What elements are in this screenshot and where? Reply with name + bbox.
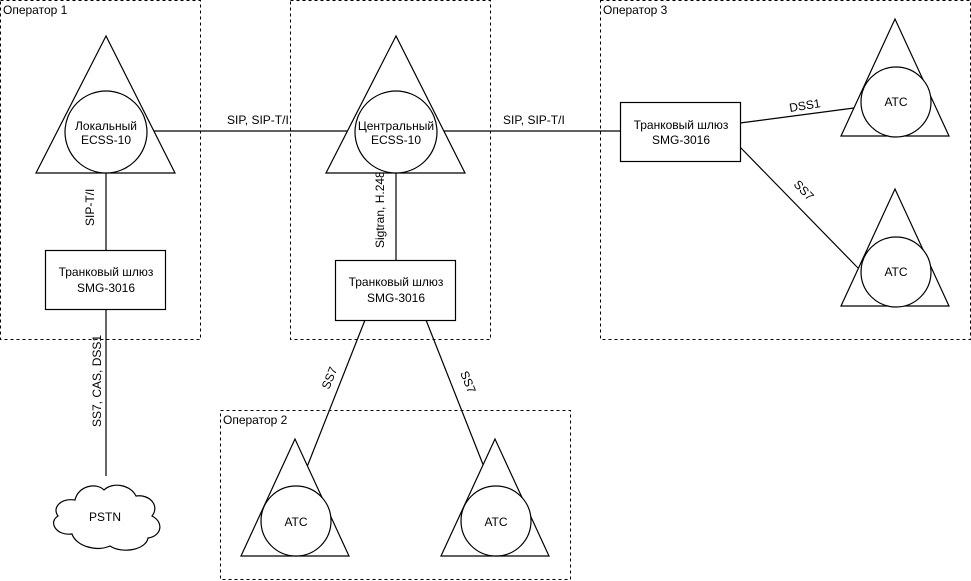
gateway-label-line1: Транковый шлюз [349,275,444,289]
link-gw2-atc-right [425,319,485,468]
link-gw2-atc-left [306,319,366,468]
gateway-label-line2: SMG-3016 [367,291,425,305]
operator-3-title: Оператор 3 [603,3,668,17]
operator-1-title: Оператор 1 [3,3,68,17]
circle-icon [354,90,438,174]
circle-icon [860,236,932,308]
link-label-gw2-atc-left: SS7 [319,365,341,392]
operator-1-frame: Оператор 1 [0,0,201,340]
link-label-gw2-atc-right: SS7 [457,369,479,396]
gateway-label-line2: SMG-3016 [652,133,710,147]
operator-2-frame: Оператор 2 [220,410,571,580]
link-label-gw3-atc-bottom: SS7 [791,177,817,203]
link-gw3-atc-bottom [739,146,859,269]
node-label-line2: ECSS-10 [81,133,131,147]
atc-op2-right[interactable]: АТС [440,437,550,557]
atc-label: АТС [284,515,307,529]
node-label-line1: Локальный [75,119,137,133]
operator-3-frame: Оператор 3 [600,0,971,340]
circle-icon [860,66,932,138]
local-ecss-node[interactable]: Локальный ECSS-10 [35,34,176,174]
atc-label: АТС [484,515,507,529]
gateway-label-line2: SMG-3016 [77,281,135,295]
circle-icon [260,485,332,557]
trunk-gateway-3[interactable]: Транковый шлюз SMG-3016 [619,101,742,163]
link-label-local-gw1: SIP-T/I [83,189,97,226]
central-ecss-node[interactable]: Центральный ECSS-10 [325,34,466,174]
atc-label: АТС [884,95,907,109]
cloud-icon [53,484,161,551]
atc-op3-top[interactable]: АТС [840,17,950,138]
operator-2-title: Оператор 2 [223,413,288,427]
link-label-local-central: SIP, SIP-T/I [227,113,289,127]
link-label-central-gw2: Sigtran, H.248 [373,171,387,248]
pstn-cloud[interactable]: PSTN [53,484,161,551]
link-label-gw1-pstn: SS7, CAS, DSS1 [90,335,104,427]
link-label-central-gw3: SIP, SIP-T/I [503,113,565,127]
atc-op2-left[interactable]: АТС [240,437,350,557]
atc-op3-bottom[interactable]: АТС [840,187,950,308]
link-label-gw3-atc-top: DSS1 [788,96,821,115]
gateway-label-line1: Транковый шлюз [59,265,154,279]
node-label-line2: ECSS-10 [371,133,421,147]
atc-label: АТС [884,265,907,279]
circle-icon [460,485,532,557]
trunk-gateway-2[interactable]: Транковый шлюз SMG-3016 [334,259,457,322]
node-label-line1: Центральный [358,119,434,133]
gateway-label-line1: Транковый шлюз [634,118,729,132]
trunk-gateway-1[interactable]: Транковый шлюз SMG-3016 [44,249,167,311]
link-gw3-atc-top [739,107,855,124]
pstn-label: PSTN [89,510,121,524]
circle-icon [64,90,148,174]
central-frame [290,0,491,340]
